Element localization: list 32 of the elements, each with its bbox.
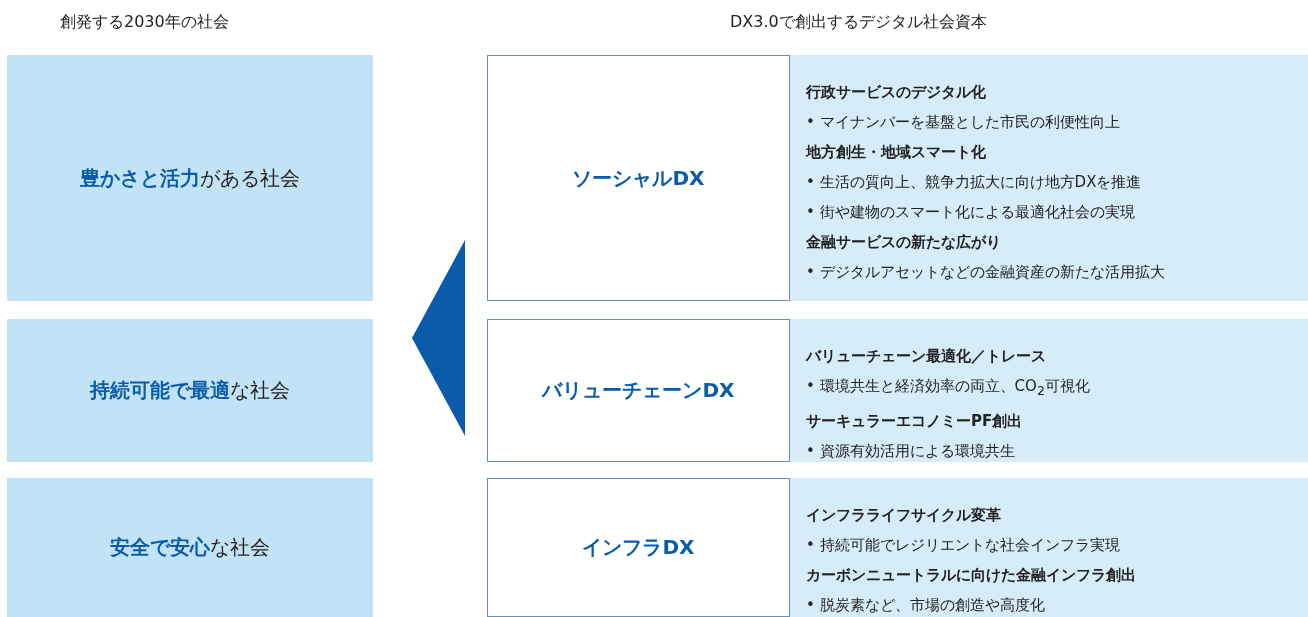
heading-text: 地方創生・地域スマート化 bbox=[806, 142, 987, 163]
dx-title: ソーシャルDX bbox=[572, 164, 705, 192]
dx-title: バリューチェーンDX bbox=[542, 377, 735, 404]
column-heading: 創発する2030年の社会 bbox=[60, 12, 229, 33]
bullet-text: • 環境共生と経済効率の両立、CO$_{2}$可視化 bbox=[806, 376, 1091, 400]
society-box bbox=[7, 478, 373, 617]
bullet-text: • 持続可能でレジリエントな社会インフラ実現 bbox=[806, 535, 1121, 556]
bullet-text: • 街や建物のスマート化による最適化社会の実現 bbox=[806, 202, 1136, 223]
society-box bbox=[7, 55, 373, 301]
bullet-text: • 脱炭素など、市場の創造や高度化 bbox=[806, 595, 1046, 616]
society-text: 持続可能で最適な社会 bbox=[90, 377, 290, 404]
heading-text: 行政サービスのデジタル化 bbox=[806, 82, 987, 103]
bullet-text: • 生活の質向上、競争力拡大に向け地方DXを推進 bbox=[806, 172, 1143, 193]
society-text: 安全で安心な社会 bbox=[110, 534, 270, 561]
description-panel bbox=[790, 478, 1308, 617]
column-heading: DX3.0で創出するデジタル社会資本 bbox=[730, 12, 987, 33]
society-text: 豊かさと活力がある社会 bbox=[80, 164, 300, 192]
dx-title: インフラDX bbox=[582, 534, 695, 561]
description-panel bbox=[790, 55, 1308, 301]
bullet-text: • マイナンバーを基盤とした市民の利便性向上 bbox=[806, 112, 1121, 133]
heading-text: バリューチェーン最適化／トレース bbox=[806, 346, 1047, 367]
description-panel bbox=[790, 319, 1308, 462]
dx-box bbox=[487, 319, 790, 462]
dx-box bbox=[487, 478, 790, 617]
heading-text: 金融サービスの新たな広がり bbox=[806, 232, 1002, 253]
dx-box bbox=[487, 55, 790, 301]
society-box bbox=[7, 319, 373, 462]
heading-text: インフラライフサイクル変革 bbox=[806, 505, 1002, 526]
bullet-text: • デジタルアセットなどの金融資産の新たな活用拡大 bbox=[806, 262, 1166, 283]
heading-text: サーキュラーエコノミーPF創出 bbox=[806, 411, 1024, 432]
heading-text: カーボンニュートラルに向けた金融インフラ創出 bbox=[806, 565, 1137, 586]
bullet-text: • 資源有効活用による環境共生 bbox=[806, 441, 1016, 462]
